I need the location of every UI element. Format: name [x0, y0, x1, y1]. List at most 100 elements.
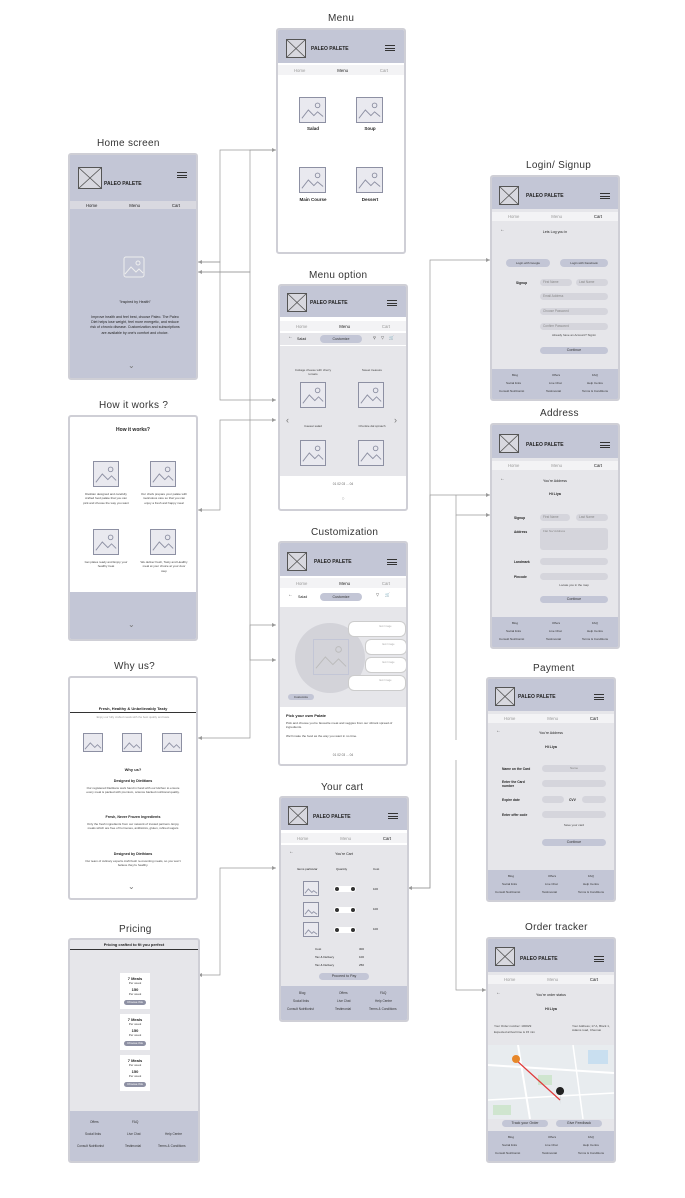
cvv-input[interactable]: [582, 796, 606, 803]
item1-image-icon[interactable]: [300, 382, 326, 408]
footer-terms[interactable]: Terms & Conditions: [578, 1151, 605, 1155]
footer-terms[interactable]: Terms & Conditions: [578, 890, 605, 894]
footer-blog[interactable]: Blog: [508, 874, 515, 878]
landmark-input[interactable]: [540, 558, 608, 565]
login-google-button[interactable]: Login with Google: [506, 259, 550, 267]
back-arrow-icon[interactable]: ←: [288, 592, 293, 598]
nav-home[interactable]: Home: [293, 67, 306, 73]
nav-menu[interactable]: Menu: [340, 835, 352, 841]
hamburger-menu-icon[interactable]: [388, 813, 398, 820]
hamburger-menu-icon[interactable]: [385, 45, 395, 52]
nav-cart[interactable]: Cart: [589, 716, 599, 721]
footer-chat[interactable]: Live Chat: [545, 882, 558, 886]
footer-social[interactable]: Social links: [293, 999, 309, 1003]
back-arrow-icon[interactable]: ←: [289, 849, 294, 855]
footer-offers[interactable]: Offers: [548, 874, 557, 878]
footer-faq[interactable]: FAQ: [592, 373, 599, 377]
track-order-button[interactable]: Track your Order: [502, 1120, 548, 1127]
nav-menu[interactable]: Menu: [339, 580, 351, 586]
password-input[interactable]: Choose Password: [540, 308, 608, 315]
footer-offers[interactable]: Offers: [552, 621, 561, 625]
first-name-input[interactable]: First Name: [540, 279, 572, 286]
signin-link[interactable]: Already have an Account? Signin: [551, 333, 597, 337]
footer-offers[interactable]: Offers: [548, 1135, 557, 1139]
chevron-down-icon[interactable]: ⌄: [128, 620, 135, 629]
item3-image-icon[interactable]: [300, 440, 326, 466]
hamburger-menu-icon[interactable]: [387, 559, 397, 566]
hamburger-menu-icon[interactable]: [387, 300, 397, 307]
footer-faq[interactable]: FAQ: [132, 1120, 139, 1124]
footer-help[interactable]: Help Centre: [587, 629, 604, 633]
footer-offers[interactable]: Offers: [90, 1120, 99, 1124]
confirm-password-input[interactable]: Confirm Password: [540, 323, 608, 330]
last-name-input[interactable]: Last Name: [576, 279, 608, 286]
ingredient-option[interactable]: Item Image: [348, 621, 406, 637]
footer-chat[interactable]: Live Chat: [545, 1143, 558, 1147]
nav-home[interactable]: Home: [507, 214, 520, 219]
continue-button[interactable]: Continue: [542, 839, 606, 846]
footer-social[interactable]: Social links: [506, 381, 522, 385]
pagination[interactable]: 01 02 03 ... 04: [332, 753, 354, 757]
ingredient-option[interactable]: Item Image: [348, 675, 406, 691]
cart-icon[interactable]: 🛒: [389, 335, 394, 340]
item2-image-icon[interactable]: [358, 382, 384, 408]
nav-cart[interactable]: Cart: [593, 463, 603, 468]
nav-cart[interactable]: Cart: [593, 214, 603, 219]
footer-consult[interactable]: Consult Nutritionist: [499, 637, 525, 641]
footer-chat[interactable]: Live Chat: [549, 381, 562, 385]
footer-terms[interactable]: Terms & Conditions: [582, 637, 609, 641]
give-feedback-button[interactable]: Give Feedback: [556, 1120, 602, 1127]
footer-social[interactable]: Social links: [502, 1143, 518, 1147]
pincode-input[interactable]: [540, 573, 608, 580]
email-input[interactable]: Email Address: [540, 293, 608, 300]
continue-button[interactable]: Continue: [540, 347, 608, 354]
dessert-image-icon[interactable]: [356, 167, 383, 193]
nav-home[interactable]: Home: [295, 580, 308, 586]
footer-offers[interactable]: Offers: [552, 373, 561, 377]
nav-menu[interactable]: Menu: [551, 463, 563, 468]
choose-plan-button[interactable]: Choose this: [124, 1000, 146, 1005]
cart-icon[interactable]: 🛒: [385, 592, 390, 597]
nav-home[interactable]: Home: [507, 463, 520, 468]
nav-cart[interactable]: Cart: [589, 977, 599, 982]
salad-image-icon[interactable]: [299, 97, 326, 123]
back-arrow-icon[interactable]: ←: [500, 476, 505, 482]
item4-image-icon[interactable]: [358, 440, 384, 466]
footer-testimonial[interactable]: Testimonial: [542, 890, 558, 894]
footer-chat[interactable]: Live Chat: [337, 999, 351, 1003]
nav-home[interactable]: Home: [295, 323, 308, 329]
customize-button[interactable]: Customize: [288, 694, 314, 700]
nav-home[interactable]: Home: [503, 716, 516, 721]
footer-help[interactable]: Help Centre: [587, 381, 604, 385]
nav-cart[interactable]: Cart: [381, 580, 391, 586]
footer-consult[interactable]: Consult Nutritionist: [495, 1151, 521, 1155]
soup-image-icon[interactable]: [356, 97, 383, 123]
nav-menu[interactable]: Menu: [129, 202, 141, 208]
footer-help[interactable]: Help Centre: [375, 999, 393, 1003]
prev-arrow-icon[interactable]: ‹: [286, 415, 289, 425]
choose-plan-button[interactable]: Choose this: [124, 1082, 146, 1087]
offer-input[interactable]: [542, 811, 606, 818]
nav-home[interactable]: Home: [85, 202, 98, 208]
footer-social[interactable]: Social links: [506, 629, 522, 633]
nav-home[interactable]: Home: [296, 835, 309, 841]
proceed-to-pay-button[interactable]: Proceed to Pay: [319, 973, 369, 980]
footer-chat[interactable]: Live Chat: [127, 1132, 141, 1136]
back-arrow-icon[interactable]: ←: [496, 990, 501, 996]
expire-input[interactable]: [542, 796, 564, 803]
footer-terms[interactable]: Terms & Conditions: [582, 389, 609, 393]
footer-consult[interactable]: Consult Nutritionist: [499, 389, 525, 393]
footer-faq[interactable]: FAQ: [588, 874, 595, 878]
nav-cart[interactable]: Cart: [381, 323, 391, 329]
quantity-stepper[interactable]: [334, 886, 356, 892]
last-name-input[interactable]: Last Name: [576, 514, 608, 521]
footer-help[interactable]: Help Centre: [583, 1143, 600, 1147]
quantity-stepper[interactable]: [334, 927, 356, 933]
customize-tab[interactable]: Customize: [320, 593, 362, 601]
footer-faq[interactable]: FAQ: [380, 991, 387, 995]
footer-chat[interactable]: Live Chat: [549, 629, 562, 633]
choose-plan-button[interactable]: Choose this: [124, 1041, 146, 1046]
nav-home[interactable]: Home: [503, 977, 516, 982]
nav-menu[interactable]: Menu: [551, 214, 563, 219]
main-course-image-icon[interactable]: [299, 167, 326, 193]
